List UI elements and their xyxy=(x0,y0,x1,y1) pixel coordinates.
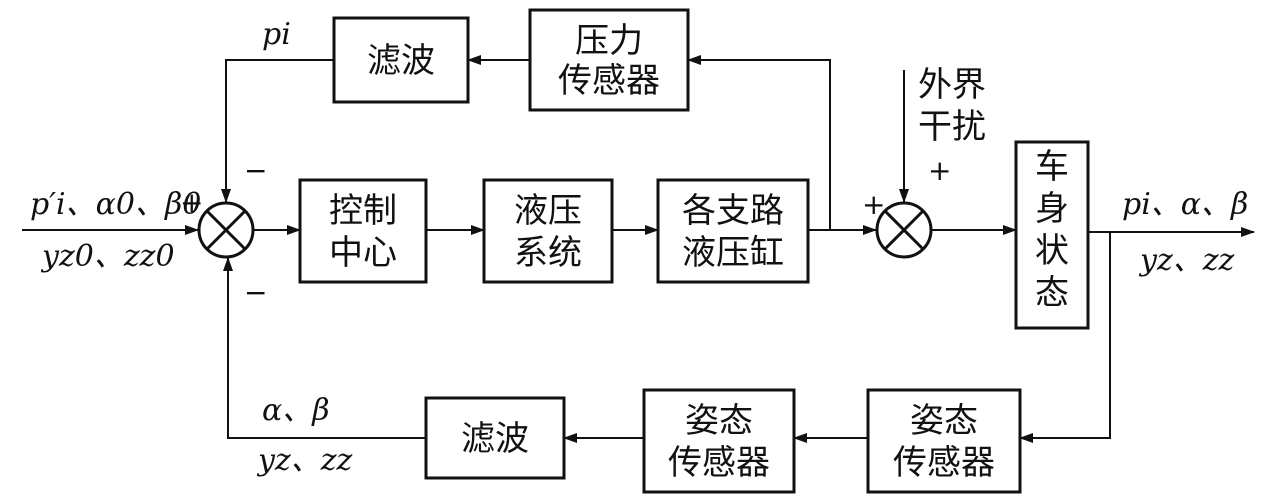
filter-top-block: 滤波 xyxy=(332,16,470,104)
pressure-feedback-arrow xyxy=(687,55,831,230)
filter-bottom-block: 滤波 xyxy=(424,396,566,480)
attitude-sensor-right-label-2: 传感器 xyxy=(893,443,995,483)
output-label-bottom: yz、zz xyxy=(1138,243,1235,278)
pressure-sensor-label-2: 传感器 xyxy=(558,61,660,101)
attitude-sensor-left-label-1: 姿态 xyxy=(685,401,753,441)
bottom-feedback-label-top: α、β xyxy=(262,393,330,428)
top-filter-to-sum1-arrow xyxy=(221,59,334,203)
hydraulic-system-block: 液压 系统 xyxy=(482,178,614,284)
summing-junction-2 xyxy=(875,201,933,259)
filter-top-label: 滤波 xyxy=(367,41,435,81)
attitude-sensor-left-label-2: 传感器 xyxy=(668,443,770,483)
top-feedback-label: pi xyxy=(262,17,291,52)
hydraulic-system-label-2: 系统 xyxy=(514,233,582,273)
input-label-top: p′i、α0、β0 xyxy=(30,187,201,222)
body-state-char-4: 态 xyxy=(1035,273,1069,313)
pressure-sensor-block: 压力 传感器 xyxy=(528,8,690,112)
sum2-plus-top-sign: + xyxy=(928,154,951,187)
disturbance-label-2: 干扰 xyxy=(918,107,986,147)
sum2-plus-left-sign: + xyxy=(862,188,885,221)
control-center-block: 控制 中心 xyxy=(298,178,428,284)
bottom-feedback-label-bottom: yz、zz xyxy=(256,443,353,478)
pressure-sensor-label-1: 压力 xyxy=(575,21,643,61)
control-center-label-2: 中心 xyxy=(329,233,397,273)
summing-junction-1 xyxy=(197,201,255,259)
cylinders-label-2: 液压缸 xyxy=(682,233,784,273)
body-state-char-3: 状 xyxy=(1035,231,1069,271)
control-center-label-1: 控制 xyxy=(329,191,397,231)
attitude-sensor-right-block: 姿态 传感器 xyxy=(866,388,1022,494)
body-state-char-1: 车 xyxy=(1035,147,1069,187)
hydraulic-system-label-1: 液压 xyxy=(514,191,582,231)
attitude-sensor-left-block: 姿态 传感器 xyxy=(642,388,796,494)
sum1-minus-top-sign: − xyxy=(244,154,267,187)
bottom-filter-to-sum1-arrow xyxy=(223,257,426,439)
cylinders-label-1: 各支路 xyxy=(682,191,784,231)
disturbance-label-1: 外界 xyxy=(918,65,986,105)
sum1-minus-bottom-sign: − xyxy=(244,276,267,309)
cylinders-block: 各支路 液压缸 xyxy=(656,178,810,284)
body-state-block: 车 身 状 态 xyxy=(1014,140,1090,330)
input-label-bottom: yz0、zz0 xyxy=(40,239,175,274)
filter-bottom-label: 滤波 xyxy=(461,419,529,459)
sum1-plus-sign: + xyxy=(180,186,203,219)
attitude-feedback-arrow xyxy=(1019,232,1111,443)
output-label-top: pi、α、β xyxy=(1122,187,1248,222)
attitude-sensor-right-label-1: 姿态 xyxy=(910,401,978,441)
body-state-char-2: 身 xyxy=(1035,189,1069,229)
